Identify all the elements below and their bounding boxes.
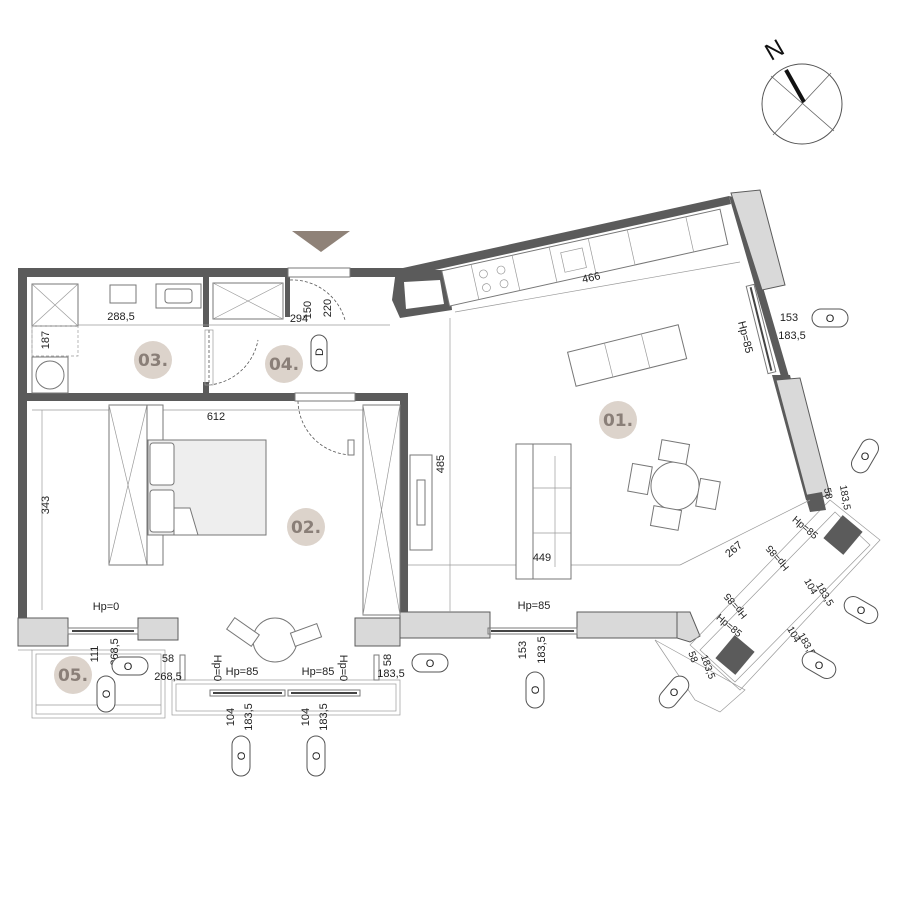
dim-se-1835: 183,5: [837, 484, 852, 511]
dim-right-1835: 183,5: [377, 668, 405, 680]
room-03-badge: 03.: [134, 341, 172, 379]
dim-sw-1835a: 183,5: [813, 581, 835, 609]
dim-sw-58: 58: [685, 650, 699, 665]
kitchen-counter: [441, 208, 729, 307]
dim-east-153: 153: [780, 312, 798, 324]
room-01-label: 01.: [603, 411, 633, 431]
dim-bedroom-width: 612: [207, 411, 225, 423]
room-05-label: 05.: [58, 666, 88, 686]
living-furniture: [409, 324, 721, 580]
room-05-badge: 05.: [54, 656, 92, 694]
room-03-label: 03.: [138, 351, 168, 371]
exterior-walls: [17, 189, 831, 647]
dim-entry-150: 150: [302, 301, 314, 319]
bedroom-furniture: [108, 392, 401, 616]
dim-east-1835: 183,5: [778, 330, 806, 342]
outlet-sw-diag: O: [658, 675, 690, 709]
dim-bath-width: 288,5: [107, 311, 135, 323]
compass: N: [761, 34, 843, 145]
dim-right-58: 58: [382, 654, 394, 666]
dim-balcony-2685b: 268,5: [154, 671, 182, 683]
sill-bed-side-b: Hp=0: [337, 655, 349, 682]
sill-bedroom-w1: Hp=85: [226, 666, 259, 678]
windows: [67, 283, 777, 697]
dim-kitchen-length: 466: [581, 270, 602, 286]
room-04-label: 04.: [269, 355, 299, 375]
outlet-balcony-label: O: [124, 661, 133, 673]
dim-bath-depth: 187: [40, 331, 52, 349]
bay-window-structure: [654, 492, 881, 713]
outlet-w2-label: O: [311, 751, 323, 760]
outlet-south: O: [525, 671, 545, 709]
dim-wc-width: 294: [290, 313, 308, 325]
dim-living-width: 449: [533, 552, 551, 564]
sill-living-south: Hp=85: [518, 600, 551, 612]
sill-east: Hp=85: [735, 320, 755, 355]
dim-south-1835: 183,5: [536, 636, 548, 664]
dim-south-153: 153: [517, 641, 529, 659]
door-symbol-label: D: [314, 348, 326, 356]
room-02-badge: 02.: [287, 508, 325, 546]
sill-diag-b: Hp=85: [764, 542, 792, 572]
outlet-balcony-low-label: O: [101, 689, 113, 698]
dim-w2-1835: 183,5: [318, 703, 330, 731]
outlet-se1-label: O: [857, 605, 866, 617]
dim-diag-267: 267: [723, 539, 745, 560]
sill-bed-side-a: Hp=0: [211, 655, 223, 682]
dimension-labels: 288,5 187 294 150 220 612 343 485 449 46…: [40, 270, 852, 731]
dim-balcony-58: 58: [162, 653, 174, 665]
dim-w1-104: 104: [225, 708, 237, 726]
outlet-right: O: [411, 653, 449, 673]
outlet-se2: O: [801, 651, 837, 679]
outlet-right-label: O: [426, 658, 435, 670]
dim-entry-220: 220: [322, 299, 334, 317]
dim-living-depth: 485: [435, 455, 447, 473]
room-01-badge: 01.: [599, 401, 637, 439]
outlet-se2-label: O: [815, 660, 824, 672]
outlet-markers: O O O O O O O O: [96, 308, 879, 777]
outlet-south-label: O: [530, 685, 542, 694]
dim-w1-1835: 183,5: [243, 703, 255, 731]
outlet-w2: O: [306, 735, 326, 777]
outlet-east-label: O: [826, 313, 835, 325]
dim-sw-1835c: 183,5: [698, 654, 717, 682]
sill-diag-a: Hp=85: [790, 514, 820, 542]
balcony-table: [226, 616, 323, 663]
outlet-sw-diag-label: O: [670, 687, 679, 699]
door-symbol: D: [310, 334, 328, 372]
dim-balcony-111: 111: [89, 646, 101, 663]
outlet-w1: O: [231, 735, 251, 777]
guide-lines: [31, 261, 811, 612]
bathroom-fixtures: [31, 283, 202, 394]
wc-fixtures: [204, 267, 351, 386]
outlet-balcony: O: [111, 656, 149, 676]
room-02-label: 02.: [291, 518, 321, 538]
compass-north-label: N: [761, 34, 790, 66]
balcony: [18, 649, 401, 719]
outlet-east: O: [811, 308, 849, 328]
outlet-ne-label: O: [861, 451, 870, 463]
room-04-badge: 04.: [265, 345, 303, 383]
outlet-se1: O: [843, 596, 879, 624]
sill-bedroom-balcony: Hp=0: [93, 601, 120, 613]
outlet-ne: O: [851, 438, 879, 474]
dim-se-58: 58: [821, 487, 834, 500]
dim-bedroom-depth: 343: [40, 496, 52, 514]
dim-w2-104: 104: [300, 708, 312, 726]
sill-bedroom-w2: Hp=85: [302, 666, 335, 678]
entrance-triangle-icon: [292, 231, 350, 252]
outlet-w1-label: O: [236, 751, 248, 760]
outlet-balcony-low: O: [96, 675, 116, 713]
